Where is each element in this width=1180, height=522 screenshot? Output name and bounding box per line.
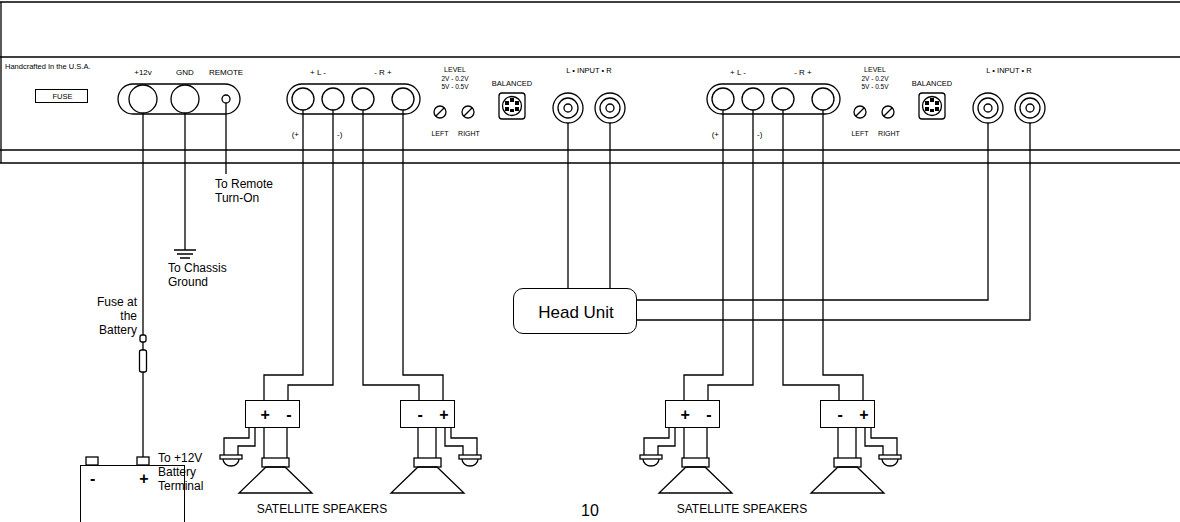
node-text: +	[439, 407, 448, 423]
panel-label: -)	[337, 130, 342, 139]
battery-terminal	[86, 457, 98, 465]
remote-terminal	[222, 95, 230, 103]
panel-label: - R +	[794, 68, 812, 77]
panel-label: 5V - 0.5V	[441, 83, 468, 90]
amplifier-panel	[0, 2, 1180, 163]
node-text: +	[261, 407, 270, 423]
callout-note: To +12V Battery Terminal	[158, 452, 230, 493]
panel-label: 2V - 0.2V	[861, 75, 888, 82]
panel-label: LEFT	[851, 130, 868, 138]
power-terminal	[129, 85, 157, 113]
signal-wire	[637, 123, 988, 300]
panel-label: + L -	[730, 68, 746, 77]
panel-label: SATELLITE SPEAKERS	[677, 503, 808, 517]
ground-wire	[184, 113, 185, 250]
node-text: -	[90, 471, 95, 487]
panel-label: 5V - 0.5V	[861, 83, 888, 90]
fuse	[140, 335, 146, 342]
panel-label: L • INPUT • R	[566, 67, 611, 76]
fuse-holder	[140, 350, 147, 372]
power-wire	[142, 113, 143, 457]
panel-label: RIGHT	[458, 130, 480, 138]
panel-label: - R +	[374, 68, 392, 77]
crossover-box: +-	[245, 400, 300, 428]
panel-label: (+	[292, 130, 299, 139]
panel-label: BALANCED	[912, 80, 952, 89]
panel-label: SATELLITE SPEAKERS	[257, 503, 388, 517]
panel-label: -)	[757, 130, 762, 139]
panel-label: + L -	[310, 68, 326, 77]
panel-label: (+	[712, 130, 719, 139]
amplifier-section	[640, 84, 1045, 493]
panel-label: Handcrafted In the U.S.A.	[5, 63, 90, 72]
callout-note: To Remote Turn-On	[215, 178, 297, 206]
node-text: FUSE	[52, 93, 72, 101]
node-text: +	[859, 407, 868, 423]
ground-terminal	[171, 85, 199, 113]
head-unit-box: Head Unit	[513, 288, 637, 334]
crossover-box: -+	[820, 400, 875, 428]
panel-label: 2V - 0.2V	[441, 75, 468, 82]
node-text: -	[706, 407, 711, 423]
signal-wire	[567, 123, 568, 288]
panel-label: L • INPUT • R	[986, 67, 1031, 76]
power-terminal-block	[118, 84, 240, 114]
callout-note: Fuse at the Battery	[79, 296, 137, 337]
node-text: Head Unit	[538, 304, 614, 321]
panel-label: +12v	[134, 68, 152, 77]
page-number: 10	[581, 502, 599, 520]
node-text: -	[286, 407, 291, 423]
node-text: -	[838, 407, 843, 423]
panel-label: REMOTE	[209, 68, 243, 77]
panel-label: GND	[176, 68, 194, 77]
battery-terminal	[137, 457, 149, 465]
panel-label: LEFT	[431, 130, 448, 138]
node-text: +	[681, 407, 690, 423]
node-text: -	[418, 407, 423, 423]
fuse-box: FUSE	[35, 89, 88, 103]
panel-label: BALANCED	[492, 80, 532, 89]
remote-wire	[225, 103, 226, 174]
panel-label: RIGHT	[878, 130, 900, 138]
signal-wire	[609, 123, 610, 288]
callout-note: To Chassis Ground	[168, 262, 244, 290]
ground-symbol	[174, 250, 196, 258]
node-text: +	[139, 471, 148, 487]
panel-label: LEVEL	[864, 66, 886, 74]
signal-wire	[637, 123, 1030, 320]
crossover-box: -+	[400, 400, 455, 428]
crossover-box: +-	[665, 400, 720, 428]
panel-label: LEVEL	[444, 66, 466, 74]
